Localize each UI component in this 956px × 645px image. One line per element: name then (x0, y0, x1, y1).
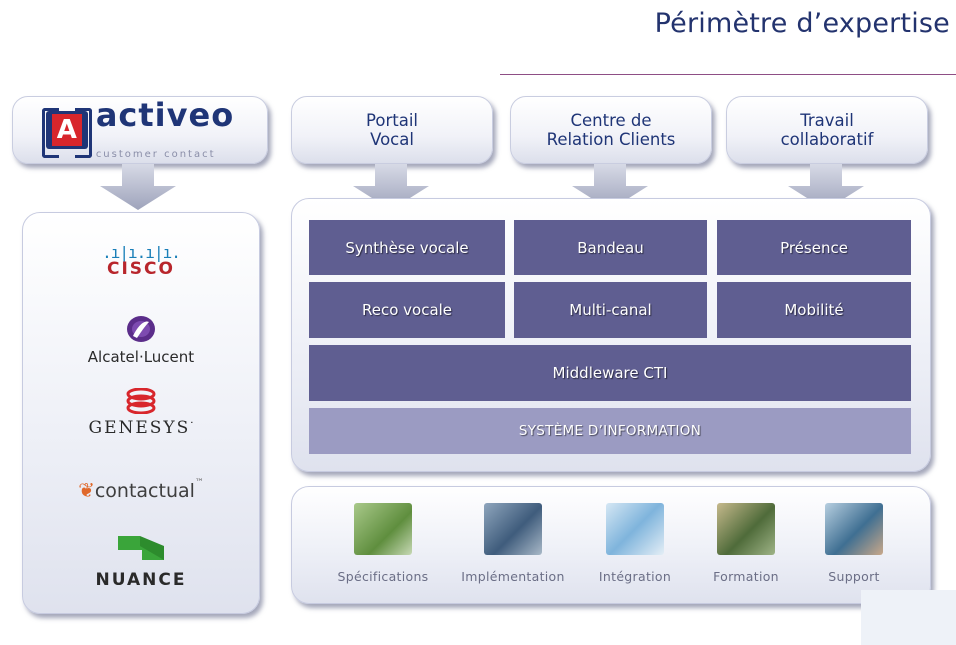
header-portail-vocal: Portail Vocal (291, 96, 493, 164)
activeo-header: A activeo customer contact (12, 96, 268, 164)
specifications-photo-icon (354, 503, 412, 555)
title-divider (500, 74, 956, 75)
block-mobilite: Mobilité (717, 282, 911, 338)
block-multi-canal: Multi-canal (514, 282, 707, 338)
alcatel-lucent-logo: Alcatel·Lucent (26, 314, 256, 366)
service-label: Spécifications (337, 569, 429, 584)
block-synthese-vocale: Synthèse vocale (309, 220, 505, 275)
corner-decoration (861, 590, 956, 645)
cisco-bars-icon: .ı|ı.ı|ı. (102, 243, 181, 262)
genesys-logo: GENESYS· (26, 387, 256, 438)
contactual-bird-icon: ❦ (78, 478, 95, 502)
page-title: Périmètre d’expertise (654, 8, 950, 39)
service-integration: Intégration (575, 503, 695, 584)
nuance-logo: NUANCE (26, 530, 256, 590)
cisco-logo: .ı|ı.ı|ı. CISCO (26, 243, 256, 279)
activeo-wordmark: activeo (95, 96, 235, 134)
down-arrow-icon (788, 164, 864, 210)
block-reco-vocale: Reco vocale (309, 282, 505, 338)
genesys-rings-icon (126, 387, 156, 415)
activeo-logo-icon: A (41, 108, 92, 158)
header-centre-relation-clients: Centre de Relation Clients (510, 96, 712, 164)
service-label: Formation (713, 569, 779, 584)
formation-photo-icon (717, 503, 775, 555)
alcatel-lucent-swirl-icon (127, 316, 155, 342)
service-support: Support (794, 503, 914, 584)
activeo-logo-letter: A (51, 114, 82, 146)
contactual-mark: ™ (194, 478, 204, 488)
down-arrow-icon (100, 164, 176, 210)
service-specifications: Spécifications (323, 503, 443, 584)
genesys-wordmark: GENESYS (88, 418, 191, 438)
service-label: Implémentation (461, 569, 565, 584)
service-formation: Formation (686, 503, 806, 584)
down-arrow-icon (353, 164, 429, 210)
down-arrow-icon (572, 164, 648, 210)
support-photo-icon (825, 503, 883, 555)
block-bandeau: Bandeau (514, 220, 707, 275)
implementation-photo-icon (484, 503, 542, 555)
service-implementation: Implémentation (453, 503, 573, 584)
block-middleware-cti: Middleware CTI (309, 345, 911, 401)
nuance-ribbon-icon (118, 536, 164, 560)
integration-photo-icon (606, 503, 664, 555)
block-systeme-information: SYSTÈME D’INFORMATION (309, 408, 911, 454)
block-presence: Présence (717, 220, 911, 275)
cisco-wordmark: CISCO (107, 259, 175, 279)
genesys-mark: · (190, 418, 194, 429)
service-label: Intégration (598, 569, 672, 584)
service-label: Support (828, 569, 880, 584)
contactual-logo: ❦contactual™ (26, 478, 256, 502)
activeo-tagline: customer contact (95, 149, 216, 160)
header-travail-collaboratif: Travail collaboratif (726, 96, 928, 164)
nuance-wordmark: NUANCE (95, 570, 187, 590)
contactual-wordmark: contactual (94, 480, 195, 502)
alcatel-lucent-wordmark: Alcatel·Lucent (87, 348, 195, 366)
